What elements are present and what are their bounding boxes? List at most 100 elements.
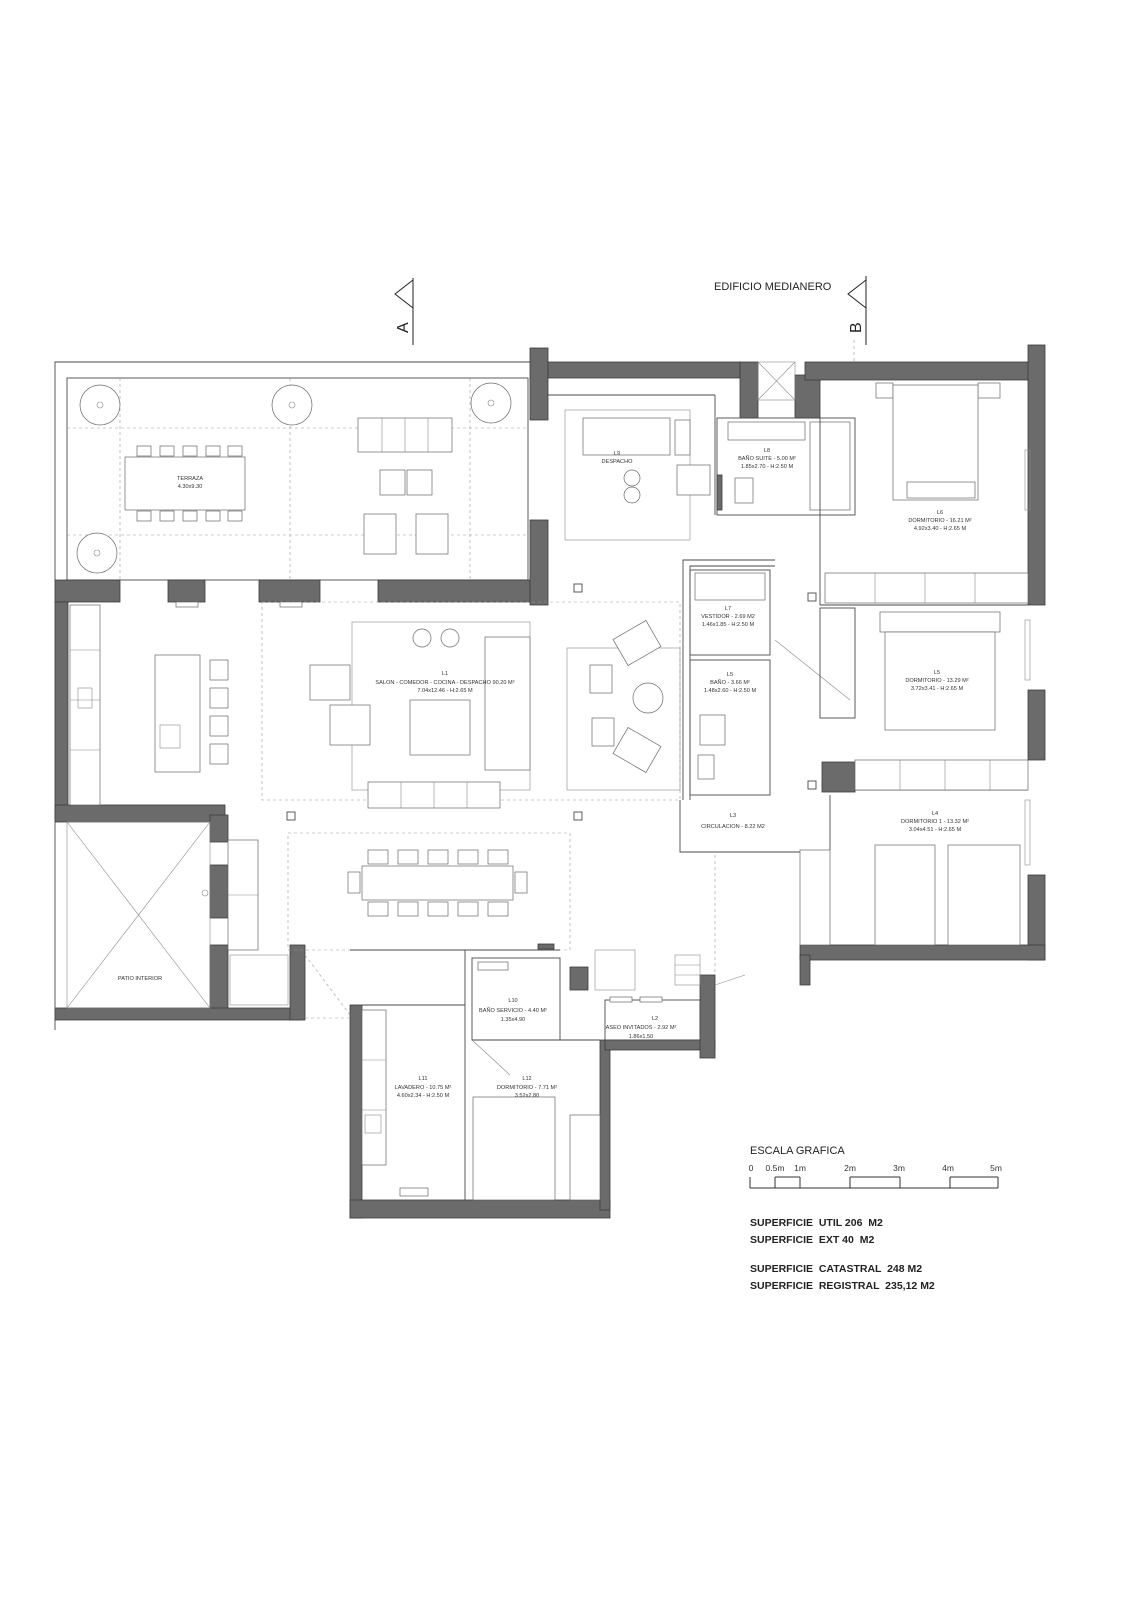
vanity: [639, 996, 663, 1003]
wall: [54, 1007, 301, 1021]
shelf: [477, 961, 509, 971]
terrace-dims: 4.30x9.30: [178, 484, 203, 490]
side-table: [406, 469, 433, 496]
room-name: SALON - COMEDOR - COCINA - DESPACHO 90.2…: [375, 680, 514, 686]
sink: [699, 714, 726, 746]
chair: [367, 849, 389, 865]
wall: [54, 601, 69, 821]
scale-tick-label: 4m: [942, 1163, 954, 1173]
column: [807, 780, 817, 790]
room-dormitorio-1: L4 DORMITORIO 1 - 13.32 M² 3.04x4.51 - H…: [799, 795, 1021, 946]
room-dormitorio-top: L6 DORMITORIO - 16.21 M² 4.92x3.40 - H:2…: [819, 382, 1029, 606]
patio-cross: [66, 821, 211, 1009]
wall: [167, 579, 206, 603]
graphic-scale: ESCALA GRAFICA 0 0.5m 1m 2m 3m 4m 5m: [749, 1145, 1002, 1189]
kitchen-island: [154, 654, 201, 773]
pouf: [412, 628, 432, 648]
chair: [182, 445, 198, 457]
door-jamb: [537, 943, 555, 950]
wall: [569, 966, 589, 991]
nightstand: [977, 382, 1001, 399]
chair: [457, 849, 479, 865]
scale-tick-label: 0: [749, 1163, 754, 1173]
room-id: L8: [764, 448, 770, 454]
room-outline: [679, 800, 830, 853]
room-name: ASEO INVITADOS - 2.92 M²: [606, 1025, 677, 1031]
dining-table: [124, 456, 246, 511]
room-dims: 3.04x4.51 - H:2.65 M: [909, 827, 962, 833]
vanity: [609, 996, 633, 1003]
terrace-outline: [54, 361, 530, 580]
wall: [258, 579, 321, 603]
room-name: BAÑO SUITE - 5.00 M²: [738, 455, 796, 462]
section-marker-a: A: [394, 278, 414, 345]
plant-pot: [79, 384, 121, 426]
chair: [347, 871, 361, 894]
chair: [205, 510, 221, 522]
room-id: L5: [934, 670, 940, 676]
room-outline: [689, 659, 771, 796]
room-id: L11: [419, 1076, 428, 1082]
patio-label: PATIO INTERIOR: [118, 976, 162, 982]
chair: [159, 445, 175, 457]
armchair: [612, 620, 662, 666]
landing: [229, 954, 289, 1006]
stool: [209, 659, 229, 681]
round-table: [632, 682, 664, 714]
stool: [209, 715, 229, 737]
room-bano-suite: L8 BAÑO SUITE - 5.00 M² 1.85x2.70 - H:2.…: [716, 417, 856, 516]
wardrobe: [569, 1114, 601, 1201]
patio-outline: [66, 821, 211, 1009]
room-dims: 4.92x3.40 - H:2.65 M: [914, 526, 967, 532]
plant-pot: [76, 532, 118, 574]
room-name: VESTIDOR - 2.69 M2: [701, 614, 755, 620]
armchair: [612, 727, 662, 773]
room-name: DORMITORIO 1 - 13.32 M²: [901, 819, 969, 825]
wall: [349, 1199, 611, 1219]
chair: [227, 510, 243, 522]
chair: [205, 445, 221, 457]
wall: [1027, 344, 1046, 606]
room-outline: [819, 607, 856, 719]
chair: [159, 510, 175, 522]
bed: [947, 844, 1021, 946]
room-outline: [682, 559, 775, 800]
coffee-table: [409, 699, 471, 756]
door-swing: [714, 974, 746, 986]
armchair: [676, 464, 711, 496]
toilet: [734, 477, 754, 504]
chair: [367, 901, 389, 917]
room-lavadero: L11 LAVADERO - 10.75 M² 4.60x2.34 - H:2.…: [361, 950, 466, 1200]
room-name: DORMITORIO - 13.29 M²: [905, 678, 968, 684]
kitchen-counter: [69, 604, 101, 806]
living-zone: [261, 601, 681, 801]
surface-util: SUPERFICIE UTIL 206 M2: [750, 1217, 883, 1229]
wall: [529, 519, 549, 606]
room-name: DORMITORIO - 16.21 M²: [908, 518, 971, 524]
sofa: [484, 636, 531, 771]
room-dims: 3.52x2.80: [515, 1093, 540, 1099]
scale-tick-label: 5m: [990, 1163, 1002, 1173]
window: [1024, 799, 1031, 866]
wall: [604, 1039, 716, 1051]
room-name: BAÑO SERVICIO - 4.40 M²: [479, 1007, 547, 1014]
desk: [582, 417, 671, 456]
hob: [77, 687, 93, 709]
scale-tick-label: 1m: [794, 1163, 806, 1173]
armchair: [363, 513, 397, 555]
side-table: [591, 717, 615, 747]
room-circulacion: L3 CIRCULACION - 8.22 M2: [679, 639, 851, 975]
column: [807, 592, 817, 602]
room-id: L7: [725, 606, 731, 612]
plant-pot: [470, 382, 512, 424]
room-vestidor: L7 VESTIDOR - 2.69 M2 1.46x1.85 - H:2.50…: [682, 559, 775, 800]
surface-catastral: SUPERFICIE CATASTRAL 248 M2: [750, 1263, 922, 1275]
wall: [1027, 689, 1046, 761]
armchair: [309, 664, 351, 701]
wardrobe: [824, 572, 1029, 604]
room-dims: 1.86x1.50: [629, 1034, 654, 1040]
wall: [289, 944, 306, 1021]
chair: [136, 445, 152, 457]
wall: [209, 944, 229, 1011]
section-label-b: B: [848, 322, 865, 333]
